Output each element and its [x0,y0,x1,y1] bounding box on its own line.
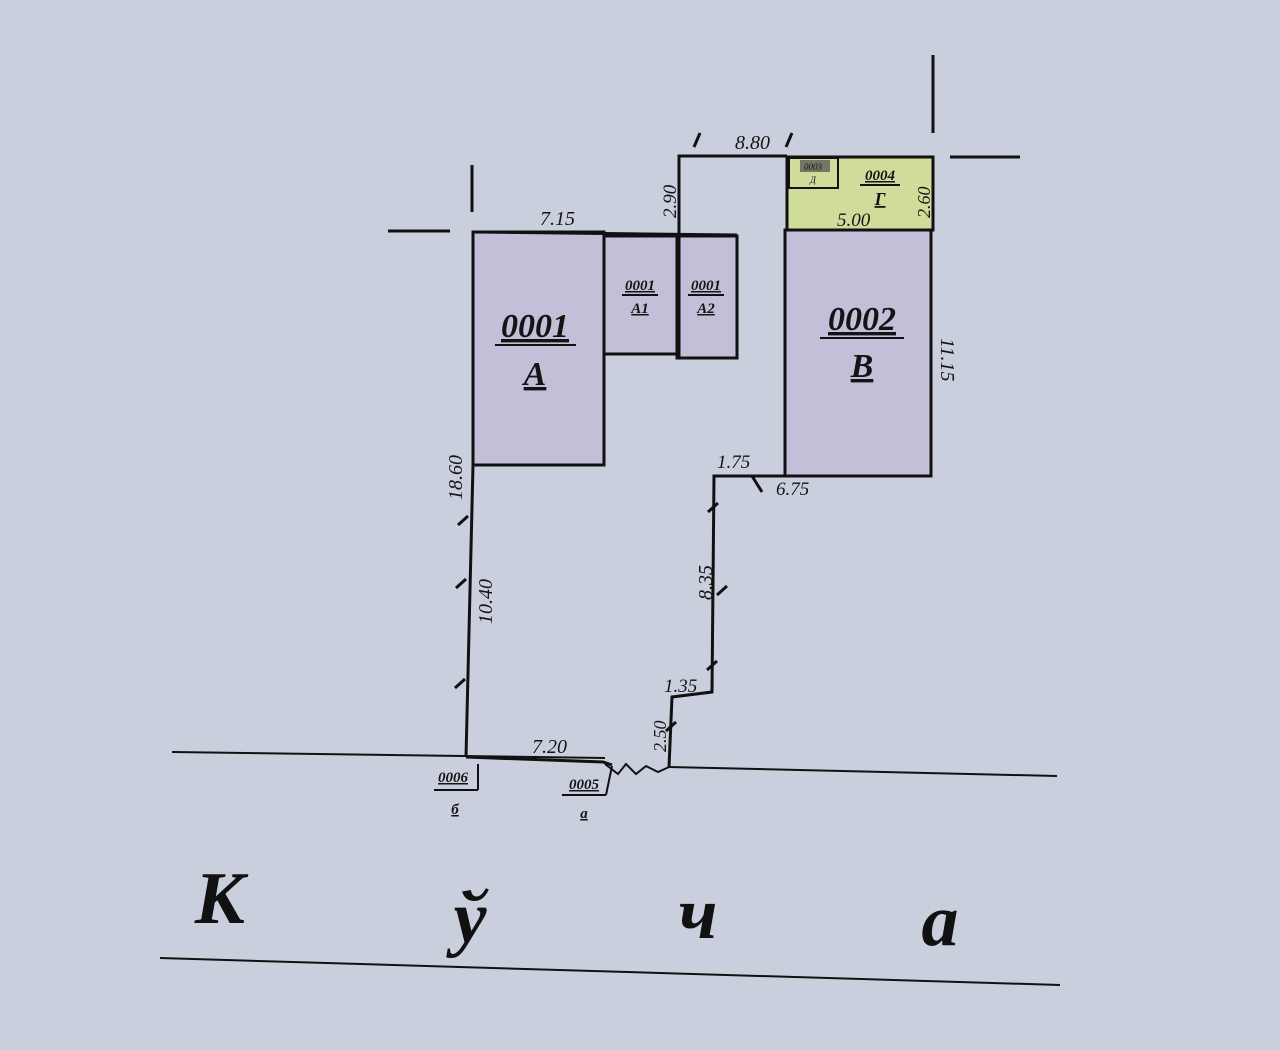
label-a-letter: А [522,356,547,393]
label-b-letter: В [850,348,874,385]
dim-a-top: 7.15 [540,208,575,230]
dim-middle-vertical: 8.35 [695,565,717,600]
gate-zigzag [604,762,670,776]
label-a1-code: 0001 [625,278,655,294]
yard-boundary-left [464,464,475,758]
building-a2 [675,234,739,360]
street-line-upper [171,751,606,759]
label-g-code: 0004 [865,168,896,184]
small-hatch [800,160,830,172]
building-b [783,228,933,478]
label-b: 0002 В [820,301,904,385]
dim-left-side: 18.60 [445,455,467,500]
building-a [471,230,606,467]
street-letter-1: К [194,858,249,940]
street-letter-4: а [922,880,959,962]
street-letter-2: ў [446,877,490,959]
label-g-letter: Г [874,189,886,209]
point-6-letter: б [451,802,459,818]
front-boundary [465,755,613,767]
top-tick-2 [784,132,794,148]
label-small-code: 0003 [804,162,823,172]
street-line-lower [159,957,1061,986]
dim-step: 1.35 [664,676,697,697]
point-5-letter: а [580,806,588,822]
label-g: 0004 Г [860,168,900,209]
dim-g-height: 2.60 [914,187,934,219]
label-small: 0003 Д [804,162,823,185]
dim-top-width: 8.80 [735,132,770,154]
dim-b-bottom-left: 1.75 [717,452,750,473]
label-a: 0001 А [495,308,576,393]
dim-left-lower: 10.40 [475,579,497,624]
point-5-code: 0005 [569,777,600,793]
a-top-edge [472,230,738,237]
label-a2-letter: А2 [696,301,715,317]
street-line-upper-right [668,766,1058,777]
dim-front: 7.20 [532,736,567,758]
label-b-code: 0002 [828,301,896,338]
yard-boundary-top [677,154,787,358]
yard-boundary-right [667,474,785,768]
boundary-ticks [453,475,764,733]
label-a2-code: 0001 [691,278,721,294]
dim-a1-height: 2.90 [660,184,681,218]
point-6-code: 0006 [438,770,469,786]
label-a1-letter: А1 [630,301,649,317]
label-small-letter: Д [809,175,817,185]
point-6: 0006 б [434,764,479,818]
dim-g-width: 5.00 [837,210,871,231]
dim-front-right: 2.50 [650,721,670,753]
point-5: 0005 а [562,765,613,822]
label-a2: 0001 А2 [688,278,724,317]
label-a1: 0001 А1 [622,278,658,317]
dim-b-bottom: 6.75 [776,479,809,500]
label-a-code: 0001 [501,308,569,345]
top-tick-1 [692,132,702,148]
street-letter-3: ч [679,873,718,955]
dim-b-height: 11.15 [936,338,958,382]
